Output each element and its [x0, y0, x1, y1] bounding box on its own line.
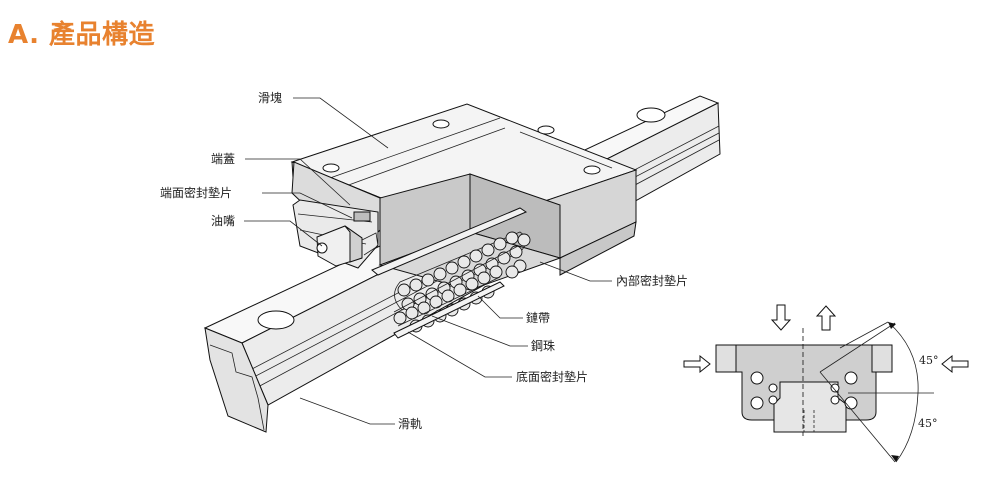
label-block: 滑塊 [258, 90, 282, 105]
label-retainer: 鏈帶 [526, 310, 550, 325]
steel-balls-drawing [393, 231, 531, 339]
label-end-cap: 端蓋 [211, 152, 235, 166]
angle-label-lower: 45° [918, 417, 938, 430]
label-rail: 滑軌 [398, 416, 422, 431]
down-arrow-icon [770, 304, 792, 331]
label-end-seal: 端面密封墊片 [160, 185, 232, 200]
label-bottom-seal: 底面密封墊片 [516, 369, 588, 384]
right-arrow-icon [683, 354, 711, 374]
leader-lines [244, 97, 612, 425]
up-arrow-icon [815, 305, 837, 331]
grease-nipple-drawing [316, 225, 379, 267]
end-cap-drawing [291, 161, 381, 269]
load-direction-diagram: 45° 45° [683, 304, 969, 463]
label-inner-seal: 內部密封墊片 [616, 273, 688, 288]
page-title: A. 產品構造 [8, 20, 156, 50]
angle-label-upper: 45° [919, 354, 939, 367]
label-grease-nipple: 油嘴 [211, 214, 235, 228]
label-steel-ball: 鋼珠 [531, 339, 555, 353]
left-arrow-icon [941, 354, 969, 374]
